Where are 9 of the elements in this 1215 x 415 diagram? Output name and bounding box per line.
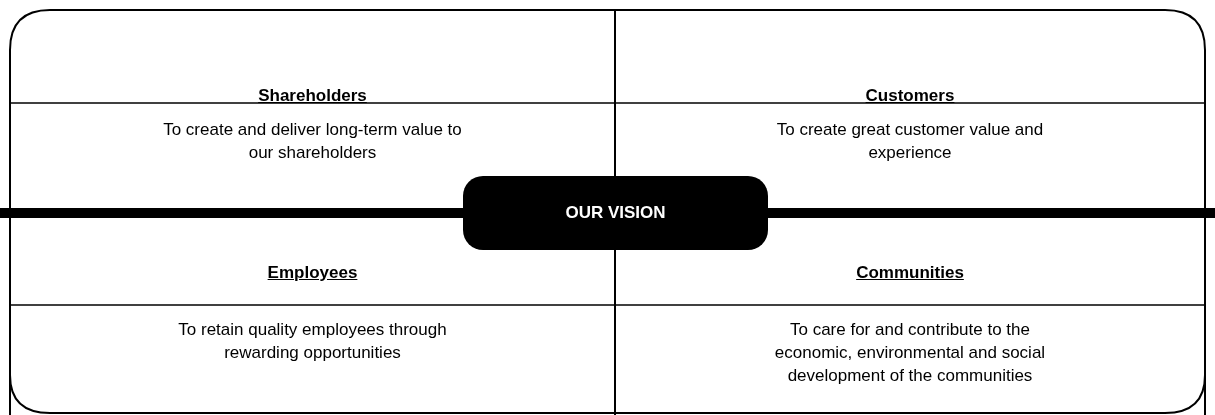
vision-badge: OUR VISION	[463, 176, 768, 250]
section-description: To care for and contribute to the economic, environmental and social development of the communities	[773, 319, 1047, 387]
section-description: To create great customer value and experience	[775, 119, 1045, 164]
section-heading: Customers	[865, 86, 955, 105]
section-heading: Communities	[856, 263, 964, 282]
section-heading: Shareholders	[258, 86, 367, 105]
section-description: To retain quality employees through rewarding opportunities	[177, 319, 448, 364]
section-description: To create and deliver long-term value to our shareholders	[162, 119, 463, 164]
section-heading: Employees	[267, 263, 358, 282]
